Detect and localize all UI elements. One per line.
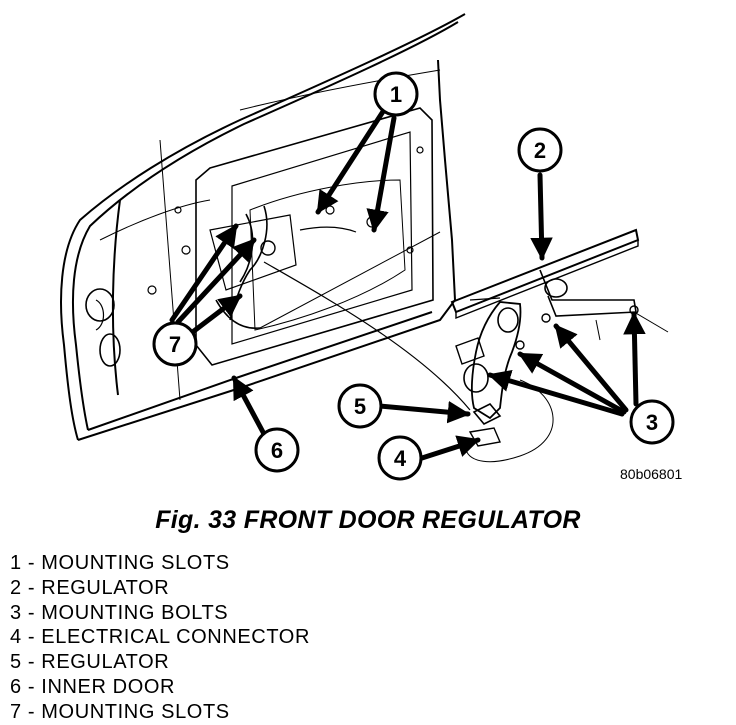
callout-arrows (169, 107, 646, 461)
svg-text:2: 2 (534, 138, 546, 163)
svg-text:5: 5 (354, 394, 366, 419)
svg-text:3: 3 (646, 410, 658, 435)
regulator-drawing (450, 228, 669, 463)
callout-6: 6 (254, 427, 300, 473)
figure-caption: Fig. 33 FRONT DOOR REGULATOR (155, 506, 581, 534)
callout-5: 5 (337, 383, 383, 429)
legend-item: 5 - REGULATOR (10, 651, 170, 674)
callout-4: 4 (377, 435, 423, 481)
door-regulator-illustration: 1 2 3 4 5 6 7 (60, 13, 675, 481)
callout-3: 3 (629, 399, 675, 445)
legend-item: 6 - INNER DOOR (10, 675, 176, 698)
legend-list: 1 - MOUNTING SLOTS 2 - REGULATOR 3 - MOU… (10, 551, 310, 725)
legend-item: 4 - ELECTRICAL CONNECTOR (10, 626, 311, 649)
callout-7: 7 (152, 321, 198, 367)
legend-item: 7 - MOUNTING SLOTS (10, 700, 230, 723)
legend-item: 1 - MOUNTING SLOTS (10, 552, 230, 574)
svg-text:6: 6 (271, 438, 283, 463)
legend-item: 2 - REGULATOR (10, 576, 170, 599)
legend-item: 3 - MOUNTING BOLTS (10, 601, 229, 624)
svg-text:7: 7 (169, 332, 181, 357)
svg-text:4: 4 (394, 446, 407, 471)
svg-text:1: 1 (390, 82, 402, 107)
figure-id: 80b06801 (620, 466, 683, 482)
callout-1: 1 (373, 71, 419, 117)
callout-2: 2 (517, 127, 563, 173)
